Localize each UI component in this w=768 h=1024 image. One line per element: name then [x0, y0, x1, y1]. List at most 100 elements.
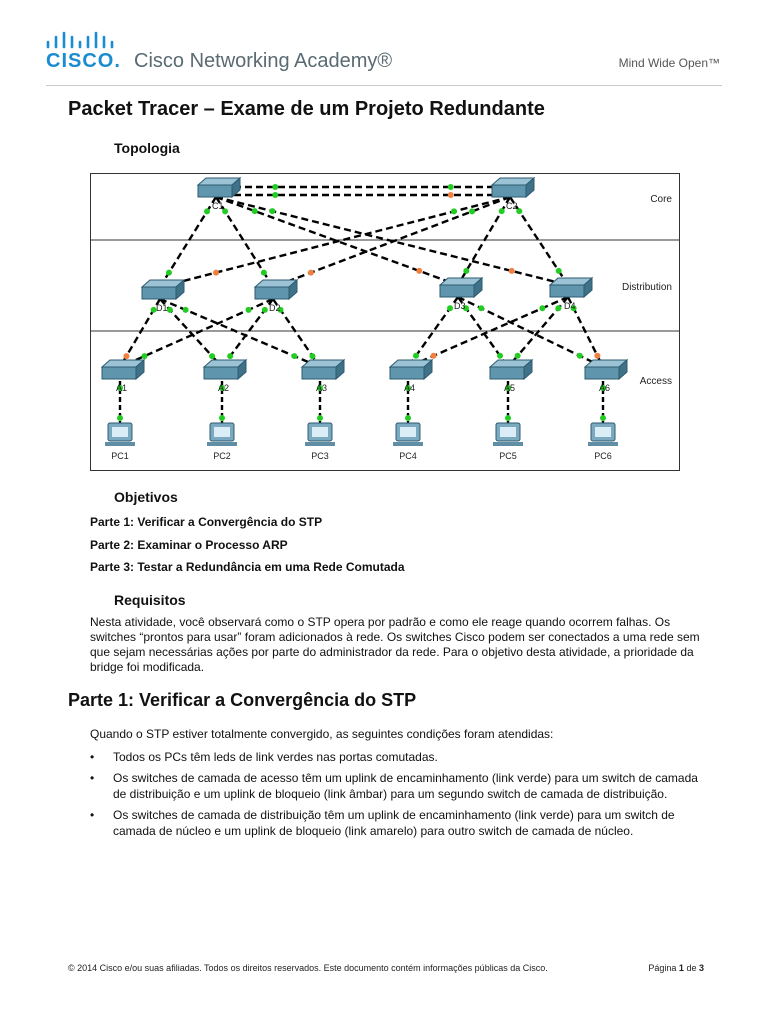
- pc-screen-icon: [400, 427, 416, 437]
- port-led-icon: [430, 352, 437, 359]
- pc-base-icon: [588, 442, 618, 446]
- academy-title: Cisco Networking Academy®: [134, 50, 393, 72]
- port-led-icon: [600, 414, 606, 421]
- access-switch-label: A3: [316, 383, 327, 393]
- access-switch-icon: [489, 366, 525, 380]
- access-switch-label: A6: [599, 383, 610, 393]
- access-switch-label: A2: [218, 383, 229, 393]
- port-led-icon: [497, 352, 503, 359]
- port-led-icon: [463, 305, 469, 312]
- access-switch-side: [523, 358, 533, 381]
- port-led-icon: [594, 352, 601, 359]
- access-switch-icon: [389, 366, 425, 380]
- pc-base-icon: [207, 442, 237, 446]
- pc-base-icon: [493, 442, 523, 446]
- pc-base-icon: [393, 442, 423, 446]
- pc-label: PC1: [111, 451, 129, 461]
- page-of: de: [686, 963, 697, 973]
- pc-label: PC3: [311, 451, 329, 461]
- port-led-icon: [451, 208, 457, 215]
- access-switch-side: [423, 358, 433, 381]
- pc-screen-icon: [214, 427, 230, 437]
- page-current: 1: [678, 963, 684, 973]
- port-led-icon: [141, 353, 148, 360]
- distribution-switch-side: [288, 278, 298, 301]
- port-led-icon: [463, 267, 470, 274]
- port-led-icon: [405, 414, 411, 421]
- port-led-icon: [123, 353, 130, 360]
- access-switch-icon: [203, 366, 239, 380]
- port-led-icon: [447, 305, 453, 312]
- port-led-icon: [447, 184, 454, 190]
- port-led-icon: [307, 269, 314, 276]
- port-led-icon: [251, 208, 258, 215]
- port-led-icon: [469, 208, 476, 215]
- port-led-icon: [600, 385, 606, 392]
- distribution-switch-icon: [439, 284, 475, 298]
- port-led-icon: [260, 269, 267, 276]
- port-led-icon: [166, 306, 173, 313]
- port-led-icon: [555, 305, 562, 312]
- requirements-heading: Requisitos: [114, 592, 186, 608]
- pc-base-icon: [305, 442, 335, 446]
- pc-label: PC6: [594, 451, 612, 461]
- layer-label-access: Access: [640, 376, 672, 387]
- list-item: Os switches de camada de distribuição tê…: [90, 807, 710, 839]
- port-led-icon: [269, 208, 276, 215]
- objectives-heading: Objetivos: [114, 489, 178, 505]
- port-led-icon: [209, 353, 216, 360]
- port-led-icon: [227, 353, 234, 360]
- port-led-icon: [498, 208, 505, 215]
- port-led-icon: [150, 306, 157, 313]
- part1-heading: Parte 1: Verificar a Convergência do STP: [68, 690, 417, 710]
- topology-heading: Topologia: [114, 140, 180, 156]
- access-switch-side: [135, 358, 145, 381]
- cisco-wordmark: CISCO.: [46, 50, 121, 72]
- list-item: Os switches de camada de acesso têm um u…: [90, 770, 710, 802]
- distribution-switch-icon: [141, 286, 177, 300]
- port-led-icon: [204, 208, 211, 215]
- access-switch-label: A1: [116, 383, 127, 393]
- distribution-switch-label: D1: [156, 303, 168, 313]
- port-led-icon: [447, 192, 454, 198]
- port-led-icon: [245, 306, 252, 313]
- port-led-icon: [317, 414, 323, 421]
- layer-label-core: Core: [650, 194, 672, 205]
- objective-item: Parte 1: Verificar a Convergência do STP: [90, 515, 323, 529]
- objective-item: Parte 3: Testar a Redundância em uma Red…: [90, 560, 405, 574]
- port-led-icon: [555, 267, 562, 274]
- access-switch-icon: [301, 366, 337, 380]
- port-led-icon: [405, 385, 411, 392]
- port-led-icon: [505, 414, 511, 421]
- pc-label: PC2: [213, 451, 231, 461]
- pc-screen-icon: [312, 427, 328, 437]
- port-led-icon: [117, 385, 123, 392]
- header-divider: [46, 85, 722, 86]
- core-switch-icon: [491, 184, 527, 198]
- access-switch-icon: [101, 366, 137, 380]
- cisco-logo-bars-icon: [46, 31, 114, 49]
- port-led-icon: [165, 269, 172, 276]
- page-number: Página 1 de 3: [648, 963, 704, 973]
- pc-screen-icon: [500, 427, 516, 437]
- objective-item: Parte 2: Examinar o Processo ARP: [90, 538, 288, 552]
- port-led-icon: [576, 352, 583, 359]
- port-led-icon: [539, 305, 546, 312]
- port-led-icon: [514, 352, 521, 359]
- distribution-switch-side: [473, 276, 483, 299]
- port-led-icon: [117, 414, 123, 421]
- access-switch-side: [335, 358, 345, 381]
- port-led-icon: [505, 385, 511, 392]
- port-led-icon: [516, 208, 523, 215]
- pc-label: PC5: [499, 451, 517, 461]
- port-led-icon: [570, 305, 577, 312]
- core-switch-label: C2: [506, 201, 518, 211]
- core-switch-side: [525, 176, 535, 199]
- part1-bullet-list: Todos os PCs têm leds de link verdes nas…: [90, 749, 710, 844]
- distribution-switch-side: [175, 278, 185, 301]
- port-led-icon: [291, 353, 298, 360]
- pc-screen-icon: [112, 427, 128, 437]
- page-header: CISCO. Cisco Networking Academy® Mind Wi…: [0, 0, 768, 88]
- distribution-switch-label: D3: [454, 301, 466, 311]
